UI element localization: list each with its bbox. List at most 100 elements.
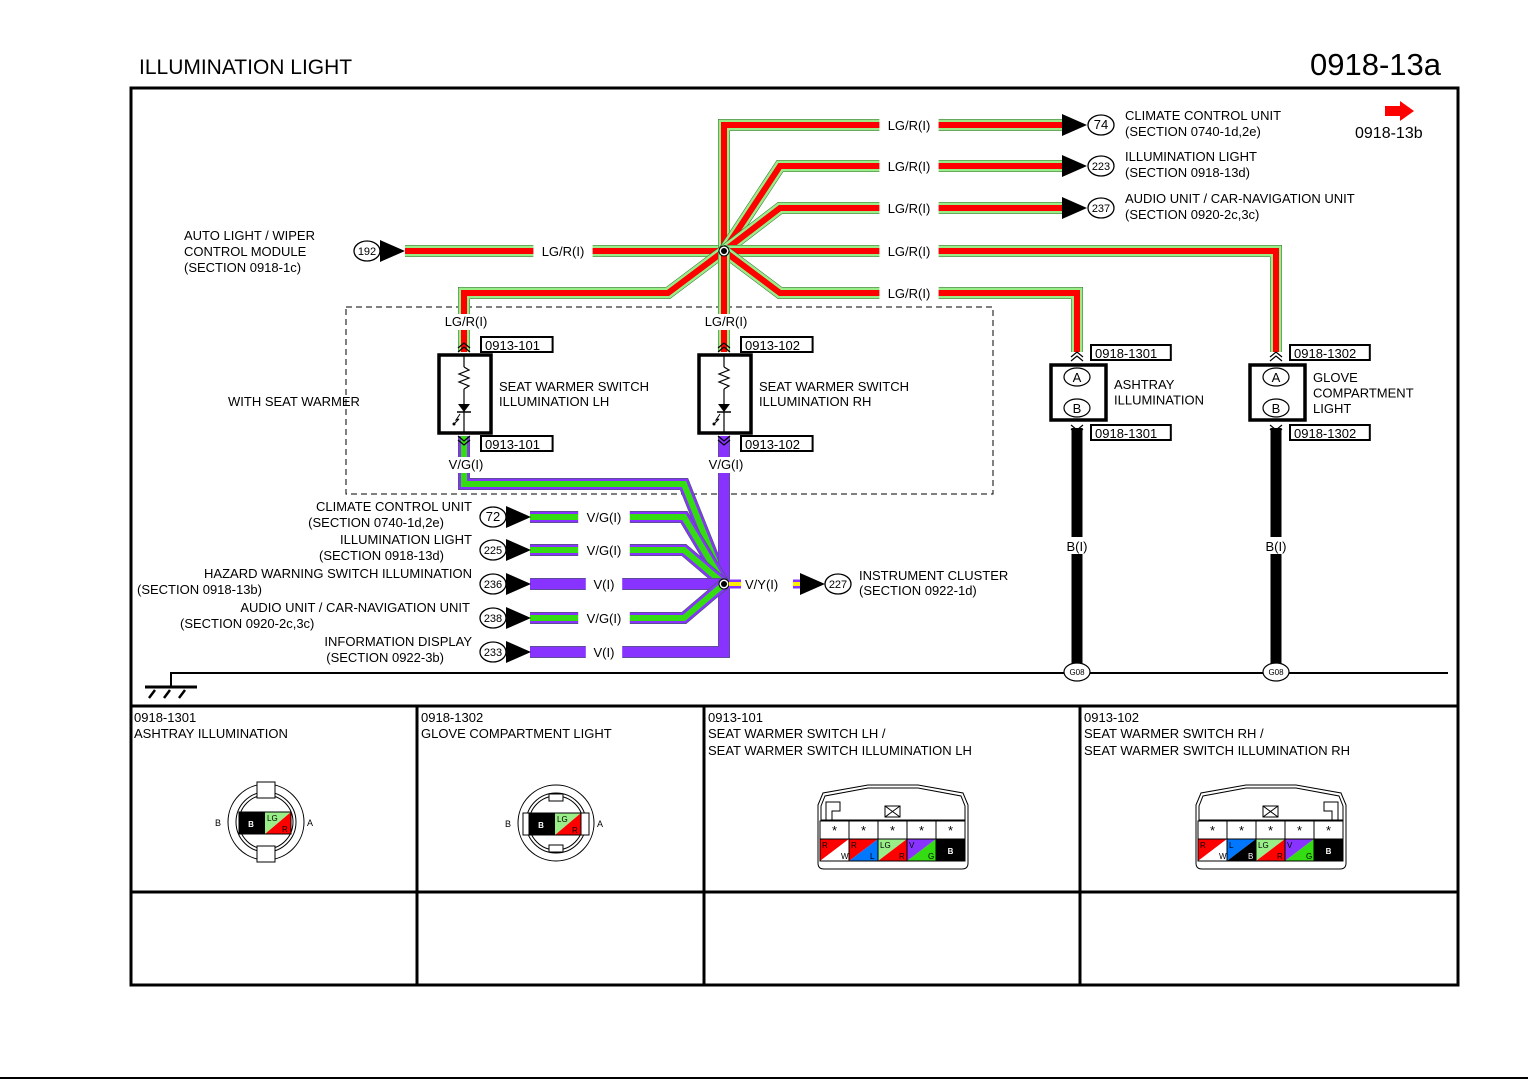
- ground-point-g08-2: G08: [1262, 662, 1290, 682]
- svg-text:*: *: [1239, 823, 1244, 838]
- svg-text:LG/R(I): LG/R(I): [888, 244, 931, 259]
- svg-text:G: G: [1306, 852, 1312, 861]
- splice-point-vg: [718, 578, 730, 590]
- connector-name: GLOVE COMPARTMENT LIGHT: [421, 726, 612, 741]
- wire-label-glove-branch: LG/R(I): [879, 242, 939, 259]
- svg-text:236: 236: [484, 579, 502, 591]
- ground-point-g08-1: G08: [1063, 662, 1091, 682]
- source-label-line-3: (SECTION 0918-1c): [184, 260, 301, 275]
- output-label-line-1: CLIMATE CONTROL UNIT: [1125, 108, 1281, 123]
- chevron-down-icon: [717, 435, 731, 442]
- pin-b: [1063, 398, 1091, 418]
- output-label-line-2: (SECTION 0920-2c,3c): [1125, 207, 1259, 222]
- diagram-frame: [129, 86, 1460, 987]
- output-label-line-1: ILLUMINATION LIGHT: [1125, 149, 1257, 164]
- page-bottom-rule: [0, 1077, 1528, 1079]
- pin-a: [1262, 367, 1290, 387]
- chevron-down-icon: [457, 435, 471, 442]
- svg-text:R: R: [1277, 852, 1283, 861]
- svg-text:233: 233: [484, 647, 502, 659]
- input-connector-236[interactable]: HAZARD WARNING SWITCH ILLUMINATION(SECTI…: [137, 566, 531, 597]
- svg-text:*: *: [1297, 823, 1302, 838]
- svg-text:LG/R(I): LG/R(I): [542, 244, 585, 259]
- wire-label-225: V/G(I): [578, 541, 630, 558]
- page-title: ILLUMINATION LIGHT: [139, 56, 353, 79]
- seat-warmer-group-box: [345, 306, 994, 495]
- svg-text:0913-102: 0913-102: [745, 338, 800, 353]
- svg-text:LG: LG: [880, 841, 891, 850]
- switch-bottom-wire-label: V/G(I): [449, 457, 484, 472]
- svg-text:0913-101: 0913-101: [485, 437, 540, 452]
- chevron-up-icon: [457, 342, 471, 349]
- wire-label-233: V(I): [585, 643, 623, 660]
- input-label-line-1: CLIMATE CONTROL UNIT: [316, 499, 472, 514]
- svg-text:0918-1301: 0918-1301: [1095, 346, 1157, 361]
- connector-tag-top: 0913-102: [740, 336, 814, 353]
- wire-label-ashtray-branch: LG/R(I): [879, 284, 939, 301]
- svg-text:0918-1301: 0918-1301: [1095, 426, 1157, 441]
- output-connector-74[interactable]: 74 CLIMATE CONTROL UNIT(SECTION 0740-1d,2…: [1062, 108, 1281, 139]
- switch-top-wire-label: LG/R(I): [445, 314, 488, 329]
- arrow-right-icon: [506, 573, 531, 595]
- switch-label-line-1: SEAT WARMER SWITCH: [499, 379, 649, 394]
- source-connector[interactable]: 192: [353, 240, 405, 262]
- svg-text:B: B: [1326, 847, 1332, 856]
- input-connector-225[interactable]: ILLUMINATION LIGHT(SECTION 0918-13d)225: [319, 532, 531, 563]
- svg-text:G08: G08: [1069, 668, 1085, 677]
- svg-text:V/G(I): V/G(I): [587, 611, 622, 626]
- svg-text:225: 225: [484, 545, 502, 557]
- connector-name: SEAT WARMER SWITCH RH /: [1084, 726, 1264, 741]
- svg-text:R: R: [572, 826, 578, 835]
- svg-text:R: R: [1200, 841, 1206, 850]
- svg-text:B: B: [215, 818, 221, 828]
- svg-text:R: R: [899, 852, 905, 861]
- led-icon: [718, 404, 730, 412]
- connector-tag-top: 0913-101: [480, 336, 554, 353]
- input-label-line-2: (SECTION 0740-1d,2e): [308, 515, 444, 530]
- input-connector-238[interactable]: AUDIO UNIT / CAR-NAVIGATION UNIT(SECTION…: [180, 600, 531, 631]
- connector-tag-bottom: 0913-101: [480, 435, 554, 452]
- wire-lgr-74: [718, 119, 1062, 251]
- svg-text:R: R: [822, 841, 828, 850]
- wire-label-237: LG/R(I): [879, 199, 939, 216]
- svg-text:*: *: [1326, 823, 1331, 838]
- svg-text:G: G: [928, 852, 934, 861]
- wire-lgr-223: [718, 160, 1062, 255]
- svg-text:W: W: [841, 852, 849, 861]
- next-page-link[interactable]: 0918-13b: [1355, 101, 1423, 142]
- wire-label-238: V/G(I): [578, 609, 630, 626]
- svg-text:LG: LG: [557, 815, 568, 824]
- instrument-cluster-label-2: (SECTION 0922-1d): [859, 583, 977, 598]
- input-connector-233[interactable]: INFORMATION DISPLAY(SECTION 0922-3b)233: [324, 634, 531, 665]
- input-label-line-1: HAZARD WARNING SWITCH ILLUMINATION: [204, 566, 472, 581]
- source-label-line-1: AUTO LIGHT / WIPER: [184, 228, 315, 243]
- svg-text:192: 192: [358, 246, 376, 258]
- svg-text:V/G(I): V/G(I): [587, 543, 622, 558]
- svg-text:227: 227: [829, 579, 847, 591]
- svg-text:A: A: [307, 818, 313, 828]
- wire-label-source: LG/R(I): [533, 242, 593, 259]
- switch-bottom-wire-label: V/G(I): [709, 457, 744, 472]
- svg-text:74: 74: [1094, 117, 1108, 132]
- input-label-line-2: (SECTION 0918-13d): [319, 548, 444, 563]
- wire-label-236: V(I): [585, 575, 623, 592]
- input-connector-72[interactable]: CLIMATE CONTROL UNIT(SECTION 0740-1d,2e)…: [308, 499, 531, 530]
- svg-text:*: *: [861, 823, 866, 838]
- svg-text:0918-1302: 0918-1302: [1294, 426, 1356, 441]
- chevron-down-icon: [1269, 424, 1283, 431]
- svg-text:0913-102: 0913-102: [745, 437, 800, 452]
- arrow-right-icon: [506, 607, 531, 629]
- connector-tag-bottom: 0913-102: [740, 435, 814, 452]
- instrument-cluster-label-1: INSTRUMENT CLUSTER: [859, 568, 1008, 583]
- lamp-label-line: LIGHT: [1313, 401, 1351, 416]
- ground-symbol-icon: [145, 685, 197, 699]
- svg-text:L: L: [870, 852, 875, 861]
- output-label-line-2: (SECTION 0740-1d,2e): [1125, 124, 1261, 139]
- svg-text:B: B: [505, 819, 511, 829]
- resistor-icon: [717, 366, 731, 390]
